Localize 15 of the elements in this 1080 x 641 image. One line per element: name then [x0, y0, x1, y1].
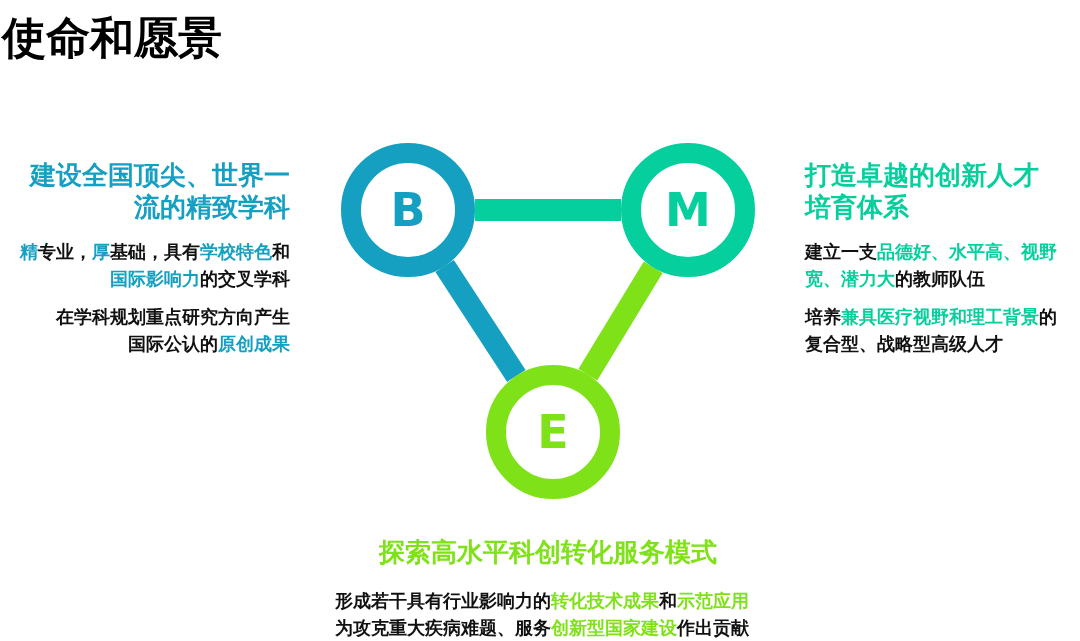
description-text: 形成若干具有行业影响力的转化技术成果和示范应用为攻克重大疾病难题、服务创新型国家建设作出贡献 [334, 589, 750, 640]
section-heading: 打造卓越的创新人才培育体系 [805, 159, 1040, 223]
connector-bar [475, 199, 621, 221]
node-letter: B [390, 187, 426, 233]
section-heading: 建设全国顶尖、世界一流的精致学科 [28, 159, 290, 223]
title: 使命和愿景 [2, 11, 222, 65]
connector-bar [578, 261, 663, 381]
description-text: 精专业，厚基础，具有学校特色和国际影响力的交叉学科 [18, 240, 290, 291]
section-heading: 探索高水平科创转化服务模式 [377, 536, 718, 568]
connector-bar [435, 260, 526, 382]
node-letter: E [537, 409, 569, 455]
description-text: 在学科规划重点研究方向产生国际公认的原创成果 [55, 305, 290, 356]
description-text: 建立一支品德好、水平高、视野宽、潜力大的教师队伍 [805, 240, 1058, 291]
description-text: 培养兼具医疗视野和理工背景的复合型、战略型高级人才 [805, 305, 1058, 356]
node-letter: M [665, 187, 711, 233]
